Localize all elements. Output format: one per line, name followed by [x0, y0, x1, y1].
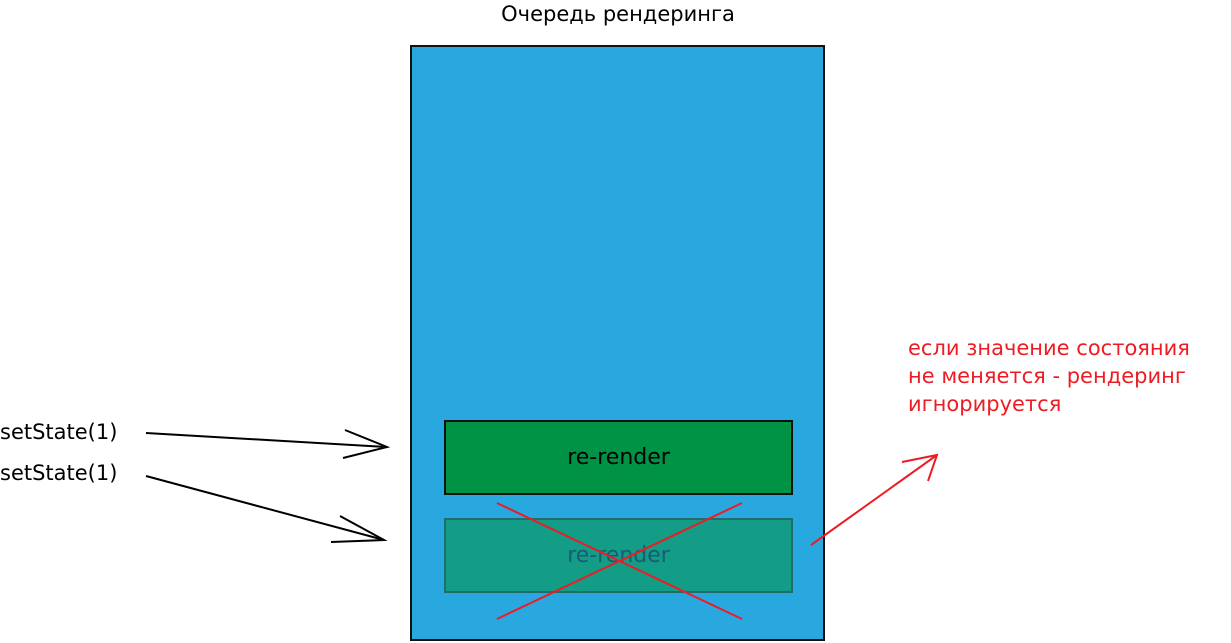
render-item-active-label: re-render — [567, 445, 670, 470]
set-state-call-1: setState(1) — [0, 420, 118, 444]
set-state-call-2: setState(1) — [0, 461, 118, 485]
render-item-ignored-label: re-render — [567, 543, 670, 568]
queue-title: Очередь рендеринга — [501, 2, 735, 26]
ignore-note: если значение состояния не меняется - ре… — [908, 334, 1231, 418]
cross-icon-stroke-2 — [496, 502, 743, 620]
note-arrow-icon — [901, 453, 939, 482]
call-arrow-2 — [145, 475, 388, 543]
cross-icon — [496, 502, 743, 620]
note-arrow-shaft — [810, 454, 938, 546]
call-arrow-1-icon — [342, 429, 391, 459]
ignore-note-line-1: если значение состояния — [908, 336, 1190, 360]
call-arrow-2-icon — [330, 515, 388, 543]
call-arrow-1 — [145, 429, 391, 459]
note-arrow — [810, 453, 939, 546]
render-item-ignored: re-render — [444, 518, 793, 593]
call-arrow-1-shaft — [145, 432, 388, 448]
ignore-note-line-3: игнорируется — [908, 392, 1062, 416]
call-arrow-2-shaft — [145, 475, 385, 541]
render-item-active: re-render — [444, 420, 793, 495]
ignore-note-line-2: не меняется - рендеринг — [908, 364, 1186, 388]
